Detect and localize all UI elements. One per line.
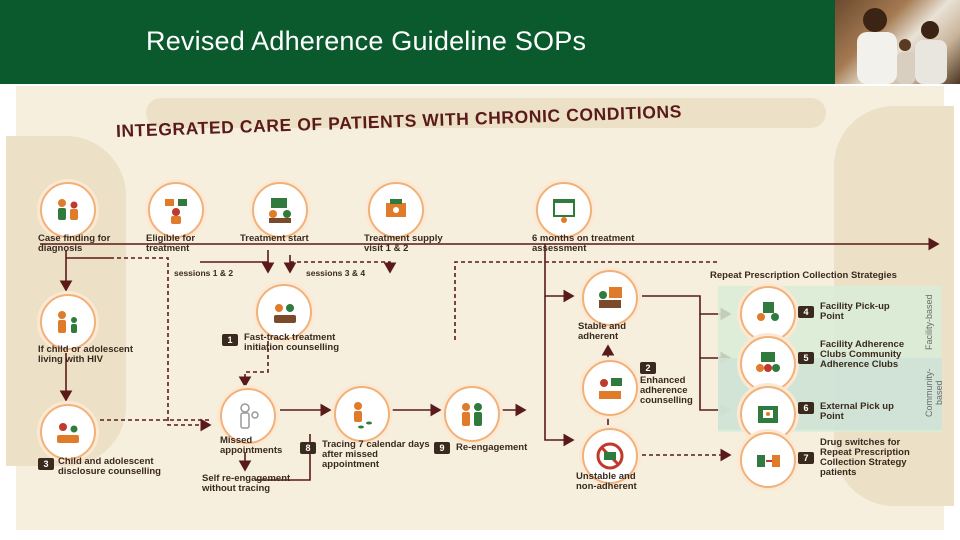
fast-track-icon [256, 284, 312, 340]
tracing-label: Tracing 7 calendar days after missed app… [322, 439, 430, 470]
step-number-4: 4 [798, 306, 814, 318]
enhanced-label: Enhanced adherence counselling [640, 375, 693, 406]
step-number-5: 5 [798, 352, 814, 364]
enhanced-icon [582, 360, 638, 416]
step-number-8: 8 [300, 442, 316, 454]
case-finding-label: Case finding for diagnosis [38, 233, 111, 254]
six-months-label: 6 months on treatment assessment [532, 233, 635, 254]
clubs-label: Facility Adherence Clubs Community Adher… [820, 339, 905, 370]
step-number-7: 7 [798, 452, 814, 464]
treatment-supply-label: Treatment supply visit 1 & 2 [364, 233, 443, 254]
child-disclosure-label: Child and adolescent disclosure counsell… [58, 456, 161, 477]
treatment-supply-icon [368, 182, 424, 238]
facility-pickup-icon [740, 286, 796, 342]
fast-track-label: Fast-track treatment initiation counsell… [244, 332, 339, 353]
eligible-label: Eligible for treatment [146, 233, 196, 254]
header-photo [835, 0, 960, 84]
drug-switch-icon [740, 432, 796, 488]
unstable-icon [582, 428, 638, 484]
repeat-heading: Repeat Prescription Collection Strategie… [710, 270, 897, 281]
unstable-label: Unstable and non-adherent [576, 471, 637, 492]
stable-icon [582, 270, 638, 326]
self-reengage-label: Self re-engagement without tracing [202, 473, 291, 494]
facility-pickup-label: Facility Pick-up Point [820, 301, 890, 322]
treatment-start-icon [252, 182, 308, 238]
sessions-12-label: sessions 1 & 2 [174, 268, 234, 278]
child-hiv-label: If child or adolescent living with HIV [38, 344, 134, 365]
page-title: Revised Adherence Guideline SOPs [146, 26, 587, 56]
reengagement-label: Re-engagement [456, 442, 528, 453]
sessions-34-label: sessions 3 & 4 [306, 268, 366, 278]
step-number-9: 9 [434, 442, 450, 454]
hand-decoration-top [146, 98, 826, 128]
community-based-tag: Community-based [924, 368, 944, 418]
stable-label: Stable and adherent [578, 321, 627, 342]
external-label: External Pick up Point [820, 401, 894, 422]
tracing-icon [334, 386, 390, 442]
treatment-start-label: Treatment start [240, 233, 309, 244]
step-number-2: 2 [640, 362, 656, 374]
child-disclosure-icon [40, 404, 96, 460]
facility-based-tag: Facility-based [924, 294, 934, 350]
step-number-6: 6 [798, 402, 814, 414]
case-finding-icon [40, 182, 96, 238]
missed-icon [220, 388, 276, 444]
header-bar: Revised Adherence Guideline SOPs [0, 0, 835, 84]
drug-switch-label: Drug switches for Repeat Prescription Co… [820, 437, 910, 478]
clubs-icon [740, 336, 796, 392]
six-months-icon [536, 182, 592, 238]
eligible-icon [148, 182, 204, 238]
child-hiv-icon [40, 294, 96, 350]
step-number-3: 3 [38, 458, 54, 470]
reengagement-icon [444, 386, 500, 442]
step-number-1: 1 [222, 334, 238, 346]
missed-label: Missed appointments [220, 435, 283, 456]
